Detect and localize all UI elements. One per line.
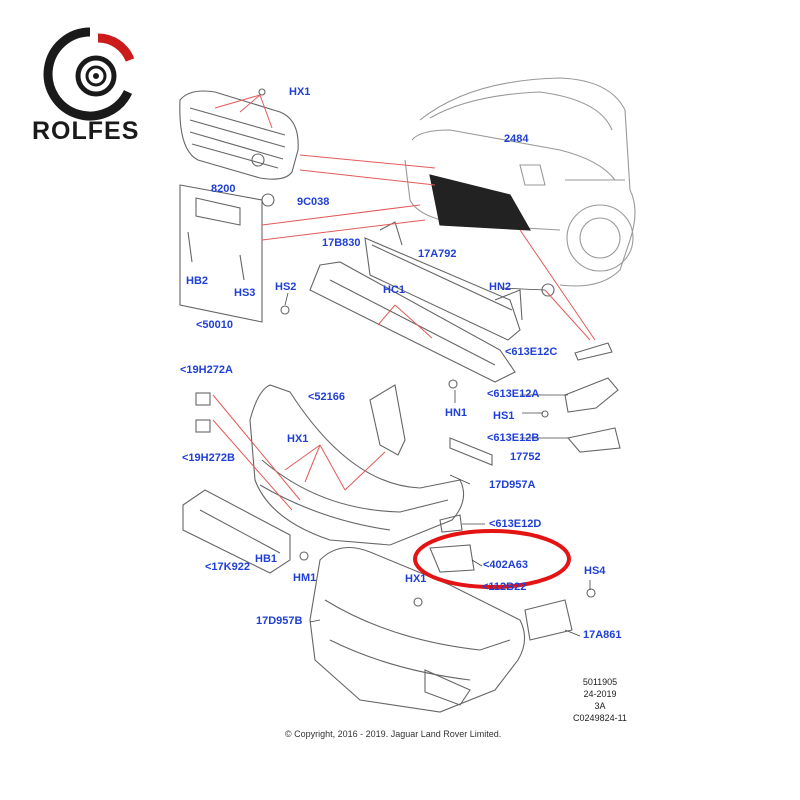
- label-hs4: HS4: [584, 565, 606, 577]
- trim-613e12d: [439, 514, 463, 533]
- label-613e12b: <613E12B: [487, 432, 540, 444]
- trim-17a861: [524, 599, 573, 641]
- label-17k922: <17K922: [205, 561, 250, 573]
- bracket-19h272b: [195, 419, 211, 433]
- diagram-metadata: 5011905 24-2019 3A C0249824-11: [565, 676, 635, 724]
- label-17b830: 17B830: [322, 237, 361, 249]
- label-402a63: <402A63: [483, 559, 528, 571]
- plate-50010: [179, 184, 263, 323]
- vehicle-outline: [404, 77, 636, 287]
- label-613e12d: <613E12D: [489, 518, 542, 530]
- label-50010: <50010: [196, 319, 234, 331]
- label-17a861: 17A861: [583, 629, 622, 641]
- label-hs1: HS1: [493, 410, 515, 422]
- brand-logo-icon: [43, 27, 135, 121]
- label-hn1: HN1: [445, 407, 468, 419]
- label-hb1: HB1: [255, 553, 278, 565]
- label-17d957b: 17D957B: [256, 615, 303, 627]
- label-hm1: HM1: [293, 572, 317, 584]
- label-hx1-top: HX1: [289, 86, 311, 98]
- label-17d957a: 17D957A: [489, 479, 536, 491]
- copyright-notice: © Copyright, 2016 - 2019. Jaguar Land Ro…: [285, 729, 502, 739]
- fastener-hs4: [586, 588, 596, 598]
- label-613e12a: <613E12A: [487, 388, 540, 400]
- label-52166: <52166: [308, 391, 346, 403]
- label-hb2: HB2: [186, 275, 209, 287]
- lower-grille-17k922: [182, 489, 291, 574]
- fastener-hs1: [541, 410, 549, 418]
- label-19h272a: <19H272A: [180, 364, 233, 376]
- label-hs3: HS3: [234, 287, 256, 299]
- part-402a63: [429, 544, 475, 573]
- label-hc1: HC1: [383, 284, 406, 296]
- bumper-17d957b: [309, 546, 526, 713]
- fastener-hx1-low: [413, 597, 423, 607]
- label-613e12c: <613E12C: [505, 346, 558, 358]
- label-19h272b: <19H272B: [182, 452, 235, 464]
- meta-line-1: 5011905: [582, 677, 618, 687]
- bumper-17d957a: [249, 384, 465, 546]
- fastener-hn1: [448, 379, 458, 389]
- label-112b22: <112B22: [482, 581, 527, 593]
- grille-8200: [179, 90, 299, 180]
- label-hn2: HN2: [489, 281, 512, 293]
- fastener-9c038: [261, 193, 275, 207]
- label-2484: 2484: [504, 133, 529, 145]
- brand-logo: [28, 22, 158, 152]
- label-hx1-low: HX1: [405, 573, 427, 585]
- bracket-17752: [449, 437, 493, 466]
- leader-lines-dark: [284, 287, 591, 637]
- bracket-19h272a: [195, 392, 211, 406]
- label-hx1-mid: HX1: [287, 433, 309, 445]
- meta-line-2: 24-2019: [583, 689, 617, 699]
- label-17752: 17752: [510, 451, 541, 463]
- label-8200: 8200: [211, 183, 236, 195]
- absorber-17b830: [280, 261, 516, 383]
- fastener-hx1-top: [258, 88, 266, 96]
- trim-613e12a: [564, 377, 619, 413]
- fastener-hm1: [299, 551, 309, 561]
- meta-line-4: C0249824-11: [573, 713, 627, 723]
- brand-name: ROLFES: [32, 117, 140, 145]
- highlight-ring: [413, 529, 571, 589]
- trim-613e12c: [574, 342, 613, 361]
- label-hs2: HS2: [275, 281, 297, 293]
- label-17a792: 17A792: [418, 248, 457, 260]
- trim-613e12b: [566, 427, 621, 453]
- leader-lines: [212, 94, 596, 511]
- beam-17a792: [364, 221, 523, 341]
- meta-line-3: 3A: [594, 701, 606, 711]
- label-9c038: 9C038: [297, 196, 330, 208]
